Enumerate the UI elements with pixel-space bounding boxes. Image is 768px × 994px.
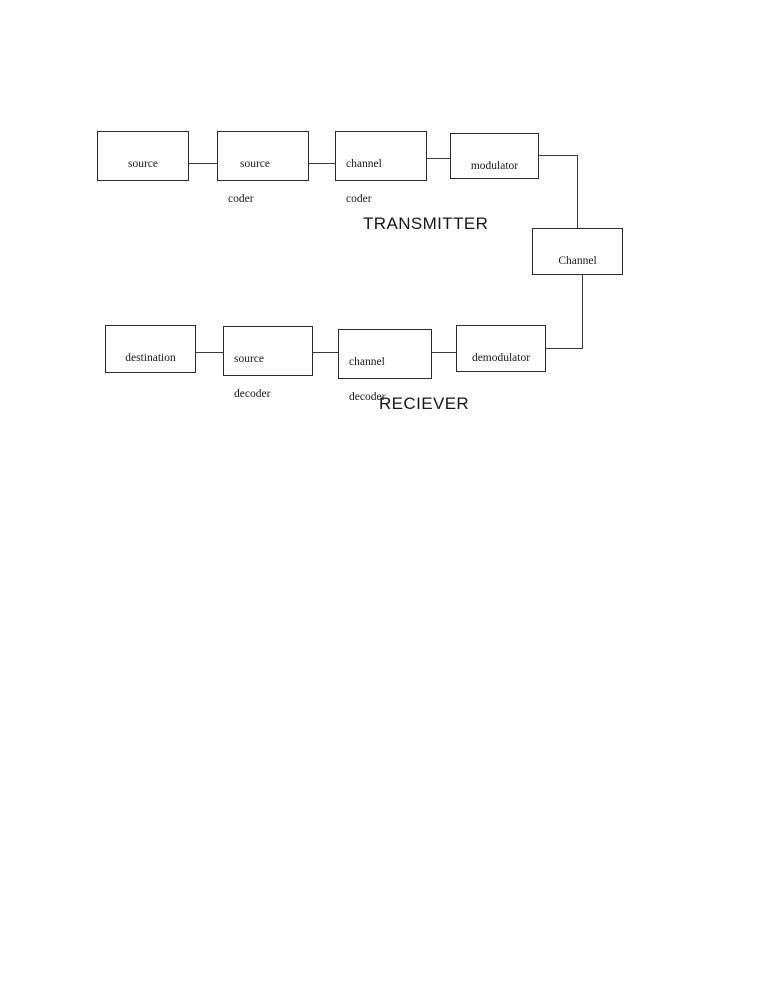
wire-modulator-to-channel-horizontal bbox=[539, 155, 578, 156]
block-modulator-label: modulator bbox=[470, 159, 519, 172]
wire-channel-to-demodulator-vertical bbox=[582, 275, 583, 348]
block-channel[interactable]: Channel bbox=[532, 228, 623, 275]
block-channel-coder[interactable]: channel coder bbox=[335, 131, 427, 205]
block-demodulator[interactable]: demodulator bbox=[456, 325, 546, 372]
block-source-coder[interactable]: source coder bbox=[217, 131, 309, 205]
wire-channel-to-demodulator-horizontal bbox=[546, 348, 583, 349]
block-channel-decoder-label-line1: channel bbox=[349, 355, 385, 368]
block-source[interactable]: source bbox=[97, 131, 189, 181]
block-channel-coder-label-line1: channel bbox=[346, 157, 382, 170]
block-channel-decoder[interactable]: channel decoder bbox=[338, 329, 432, 403]
block-destination-label: destination bbox=[125, 351, 176, 364]
wire-channel-decoder-to-source-decoder bbox=[313, 352, 338, 353]
block-destination[interactable]: destination bbox=[105, 325, 196, 373]
wire-source-coder-to-channel-coder bbox=[309, 163, 335, 164]
block-demodulator-label: demodulator bbox=[471, 351, 531, 364]
block-source-label: source bbox=[127, 157, 158, 170]
label-receiver: RECIEVER bbox=[379, 394, 470, 413]
block-channel-coder-label-line2: coder bbox=[346, 193, 372, 206]
block-source-decoder-label-line2: decoder bbox=[234, 388, 271, 401]
wire-source-to-source-coder bbox=[189, 163, 217, 164]
label-transmitter: TRANSMITTER bbox=[363, 214, 489, 233]
block-modulator[interactable]: modulator bbox=[450, 133, 539, 179]
wire-demodulator-to-channel-decoder bbox=[432, 352, 456, 353]
block-source-coder-label-line2: coder bbox=[228, 193, 254, 206]
block-source-decoder[interactable]: source decoder bbox=[223, 326, 313, 400]
block-channel-decoder-label-line2: decoder bbox=[349, 391, 386, 404]
block-source-decoder-label-line1: source bbox=[234, 352, 265, 365]
block-source-coder-label-line1: source bbox=[240, 157, 271, 170]
block-channel-label: Channel bbox=[558, 254, 597, 267]
wire-modulator-to-channel-vertical bbox=[577, 155, 578, 229]
wire-source-decoder-to-destination bbox=[196, 352, 223, 353]
wire-channel-coder-to-modulator bbox=[427, 158, 450, 159]
